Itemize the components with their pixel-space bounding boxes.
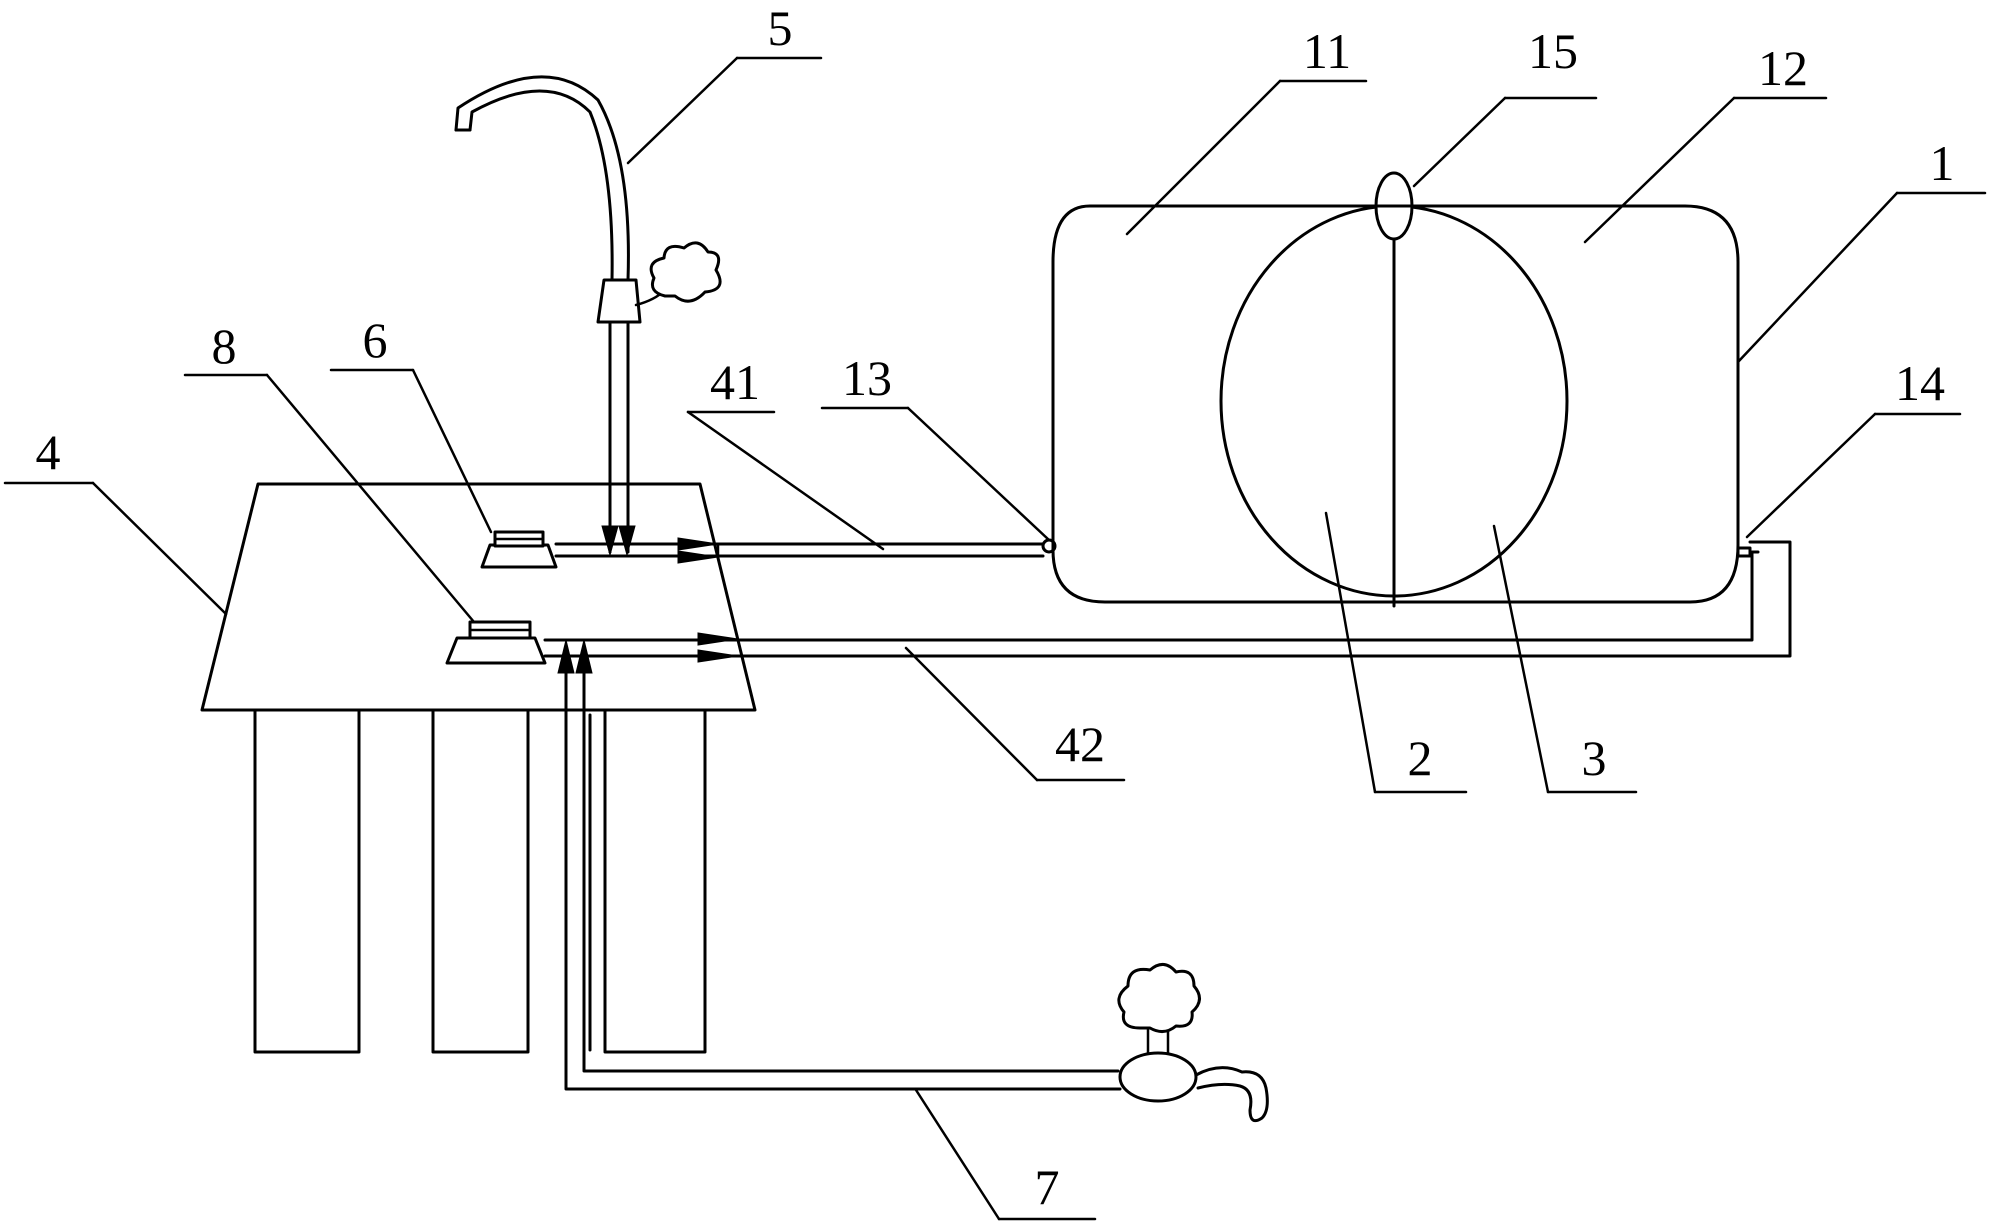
label-tank: 1 (1930, 135, 1955, 191)
filter-cartridge-1 (253, 708, 361, 1054)
faucet-spray-icon (649, 241, 722, 303)
label-valve-lower: 8 (212, 318, 237, 374)
filter-cartridge-3 (603, 708, 707, 1054)
label-chamber-left: 11 (1303, 23, 1351, 79)
arrow-down-1 (601, 525, 619, 557)
leader-lines (3, 56, 1987, 1221)
valve-8 (445, 620, 547, 665)
label-housing: 4 (36, 424, 61, 480)
arrow-up-1 (557, 639, 575, 674)
label-bladder-right: 3 (1582, 730, 1607, 786)
label-tap-pipe: 7 (1035, 1159, 1060, 1215)
faucet (454, 75, 722, 554)
pipe-41 (554, 542, 1045, 558)
label-pipe-lower: 42 (1055, 716, 1105, 772)
label-tank-outlet: 14 (1895, 355, 1945, 411)
arrow-right-4 (697, 649, 739, 663)
filter-cartridge-2 (431, 708, 530, 1054)
arrow-right-2 (677, 550, 719, 564)
tank (1041, 171, 1752, 608)
label-tank-inlet: 13 (842, 350, 892, 406)
tap (1117, 963, 1269, 1123)
label-bladder-left: 2 (1408, 730, 1433, 786)
label-top-part: 15 (1528, 23, 1578, 79)
tap-spray-icon (1117, 963, 1201, 1033)
label-valve-upper: 6 (363, 312, 388, 368)
arrow-up-2 (575, 639, 593, 674)
flow-arrows (557, 525, 739, 674)
arrow-down-2 (618, 525, 636, 557)
arrow-right-3 (697, 632, 739, 646)
pipe-7 (564, 653, 1122, 1091)
label-pipe-upper: 41 (710, 354, 760, 410)
tank-outlet-nub (1736, 546, 1752, 558)
label-chamber-right: 12 (1758, 40, 1808, 96)
arrow-right-1 (677, 537, 719, 551)
valve-6 (480, 530, 558, 569)
filter-housing (200, 482, 757, 1054)
label-faucet: 5 (768, 0, 793, 56)
reference-labels: 4 5 6 8 41 13 11 15 12 1 14 42 2 3 7 (36, 0, 1955, 1215)
pipe-42 (543, 540, 1792, 658)
